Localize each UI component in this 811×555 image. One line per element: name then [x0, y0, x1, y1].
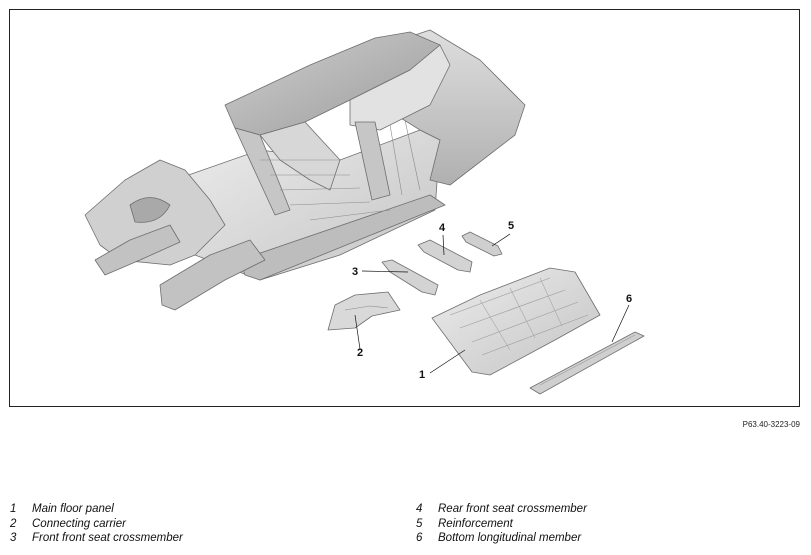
legend-label: Reinforcement [438, 517, 513, 530]
legend-number: 1 [10, 503, 17, 515]
legend-number: 3 [10, 532, 17, 544]
rear-front-seat-crossmember-part [417, 239, 473, 273]
callout-3: 3 [352, 266, 358, 278]
legend-number: 2 [10, 517, 17, 530]
legend-label: Main floor panel [32, 503, 114, 515]
body-shell-illustration: 1 2 3 4 5 6 [84, 29, 645, 395]
figure-frame: 1 2 3 4 5 6 [9, 9, 800, 407]
legend-number: 4 [416, 503, 423, 515]
reinforcement-part [461, 231, 503, 257]
legend-label: Bottom longitudinal member [438, 532, 582, 544]
connecting-carrier-part [327, 291, 401, 331]
legend-right: 4 Rear front seat crossmember 5 Reinforcem… [416, 502, 587, 546]
legend-number: 6 [416, 532, 423, 544]
legend-label: Connecting carrier [32, 517, 126, 530]
legend-item: 4 Rear front seat crossmember [416, 502, 587, 517]
car-body-shell [84, 29, 526, 311]
callout-2: 2 [357, 347, 363, 359]
figure-code: P63.40-3223-09 [742, 420, 800, 429]
legend-left: 1 Main floor panel 2 Connecting carrier 3 F… [10, 502, 183, 546]
callout-5: 5 [508, 220, 514, 232]
legend-item: 2 Connecting carrier [10, 517, 183, 532]
front-front-seat-crossmember-part [381, 259, 439, 296]
legend-item: 5 Reinforcement [416, 517, 587, 532]
legend-item: 1 Main floor panel [10, 502, 183, 517]
legend-item: 6 Bottom longitudinal member [416, 531, 587, 546]
bottom-longitudinal-member-part [529, 331, 645, 395]
main-floor-panel-part [431, 267, 601, 376]
callout-4: 4 [439, 222, 446, 234]
legend-number: 5 [416, 517, 423, 530]
legend-label: Rear front seat crossmember [438, 503, 587, 515]
callout-1: 1 [419, 369, 425, 381]
callout-leader-lines [354, 233, 630, 374]
callout-6: 6 [626, 293, 632, 305]
legend-item: 3 Front front seat crossmember [10, 531, 183, 546]
legend-label: Front front seat crossmember [32, 532, 183, 544]
